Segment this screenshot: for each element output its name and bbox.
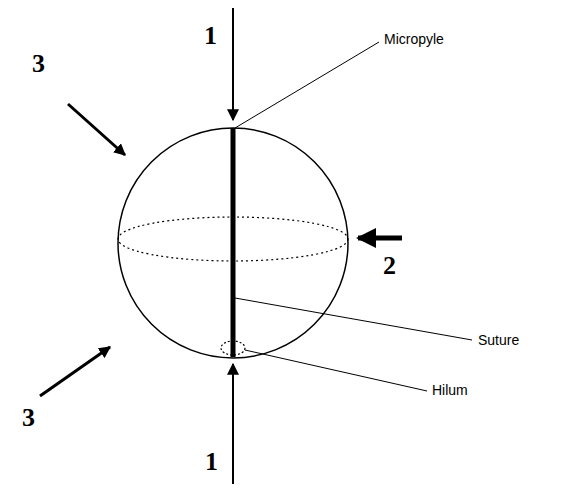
part-name: Hilum bbox=[432, 383, 468, 398]
callout-number: 1 bbox=[205, 448, 218, 477]
callout-number: 1 bbox=[204, 22, 217, 51]
leader-line bbox=[245, 350, 427, 391]
callout-number: 3 bbox=[32, 50, 45, 79]
force-arrow bbox=[232, 364, 234, 484]
force-arrow bbox=[358, 236, 402, 241]
force-arrow bbox=[40, 347, 110, 396]
part-name: Suture bbox=[478, 333, 519, 348]
seed-outline bbox=[118, 128, 348, 358]
callout-number: 2 bbox=[383, 252, 396, 281]
force-arrow bbox=[68, 104, 125, 155]
part-name: Micropyle bbox=[384, 32, 444, 47]
leader-line bbox=[235, 42, 379, 128]
force-arrow bbox=[232, 8, 234, 120]
callout-number: 3 bbox=[22, 404, 35, 433]
leader-line bbox=[235, 298, 472, 340]
suture-line bbox=[231, 128, 236, 357]
